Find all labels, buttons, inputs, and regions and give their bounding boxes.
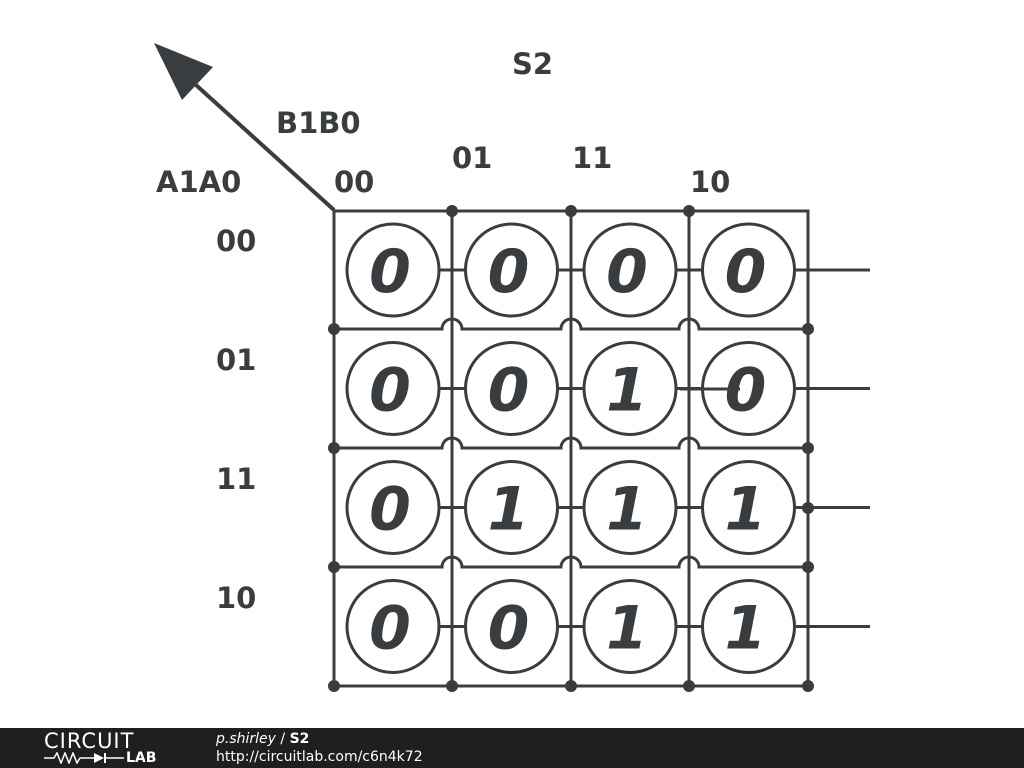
junction-dot bbox=[328, 323, 340, 335]
cell-value: 1 bbox=[725, 594, 767, 664]
junction-dot bbox=[565, 205, 577, 217]
cell-value: 0 bbox=[606, 237, 648, 307]
footer-bar: CIRCUIT LAB p.shirley / S2 http://circui… bbox=[0, 728, 1024, 768]
junction-dot bbox=[802, 561, 814, 573]
cell-value: 0 bbox=[369, 594, 411, 664]
column-header-2: 11 bbox=[572, 141, 612, 175]
junction-dot bbox=[802, 323, 814, 335]
cell-circle bbox=[345, 341, 441, 436]
cell-value: 1 bbox=[725, 475, 767, 545]
row-header-3: 10 bbox=[216, 581, 256, 615]
row-variable-label: A1A0 bbox=[156, 165, 241, 199]
cell-value: 0 bbox=[369, 356, 411, 426]
cell-circle bbox=[701, 460, 796, 555]
variable-arrow-head bbox=[154, 43, 213, 100]
grid-horizontal-line bbox=[334, 436, 808, 450]
cell-value: 0 bbox=[369, 475, 411, 545]
output-label: S2 bbox=[512, 47, 553, 81]
cell-circle bbox=[701, 222, 796, 318]
junction-dot bbox=[683, 205, 695, 217]
junction-dot bbox=[328, 680, 340, 692]
cell-value: 0 bbox=[725, 237, 767, 307]
cell-value: 0 bbox=[488, 237, 530, 307]
cell-circle bbox=[582, 222, 678, 318]
cell-circle bbox=[345, 460, 441, 555]
resistor-diode-icon bbox=[44, 752, 124, 764]
row-header-0: 00 bbox=[216, 224, 256, 258]
junction-dot bbox=[328, 442, 340, 454]
cell-value: 1 bbox=[606, 475, 648, 545]
cell-circle bbox=[345, 222, 441, 318]
grid-horizontal-line bbox=[334, 317, 808, 331]
cell-circle bbox=[345, 579, 441, 674]
author-name[interactable]: p.shirley bbox=[216, 731, 276, 747]
cell-circle bbox=[464, 341, 559, 436]
circuitlab-logo[interactable]: CIRCUIT LAB bbox=[44, 730, 184, 766]
cell-value: 1 bbox=[488, 475, 530, 545]
cell-circle bbox=[582, 341, 678, 436]
cell-value: 1 bbox=[606, 594, 648, 664]
variable-arrow-line bbox=[194, 83, 336, 212]
junction-dot bbox=[802, 442, 814, 454]
cell-value: 0 bbox=[488, 594, 530, 664]
junction-dot bbox=[446, 205, 458, 217]
circuit-url[interactable]: http://circuitlab.com/c6n4k72 bbox=[216, 749, 423, 765]
cell-circle bbox=[464, 222, 559, 318]
circuit-title[interactable]: S2 bbox=[289, 731, 310, 747]
column-header-1: 01 bbox=[452, 141, 492, 175]
row-header-1: 01 bbox=[216, 343, 256, 377]
junction-dot bbox=[565, 680, 577, 692]
cell-circle bbox=[464, 460, 559, 555]
column-header-0: 00 bbox=[334, 165, 374, 199]
logo-lower-row: LAB bbox=[44, 750, 184, 766]
column-variable-label: B1B0 bbox=[276, 106, 361, 140]
cell-value: 0 bbox=[369, 237, 411, 307]
junction-dot bbox=[802, 502, 814, 514]
junction-dot bbox=[446, 680, 458, 692]
logo-text-lab: LAB bbox=[126, 750, 157, 766]
cell-circle bbox=[582, 579, 678, 674]
credit-separator: / bbox=[275, 731, 290, 747]
cell-circle bbox=[701, 579, 796, 674]
junction-dot bbox=[802, 680, 814, 692]
logo-text-circuit: CIRCUIT bbox=[44, 729, 135, 753]
junction-dot bbox=[328, 561, 340, 573]
cell-circle bbox=[582, 460, 678, 555]
junction-dot bbox=[683, 680, 695, 692]
row-header-2: 11 bbox=[216, 462, 256, 496]
cell-value: 0 bbox=[488, 356, 530, 426]
cell-circle bbox=[464, 579, 559, 674]
credit-line: p.shirley / S2 bbox=[216, 730, 309, 748]
cell-value: 1 bbox=[606, 356, 648, 426]
column-header-3: 10 bbox=[690, 165, 730, 199]
grid-horizontal-line bbox=[334, 555, 808, 569]
